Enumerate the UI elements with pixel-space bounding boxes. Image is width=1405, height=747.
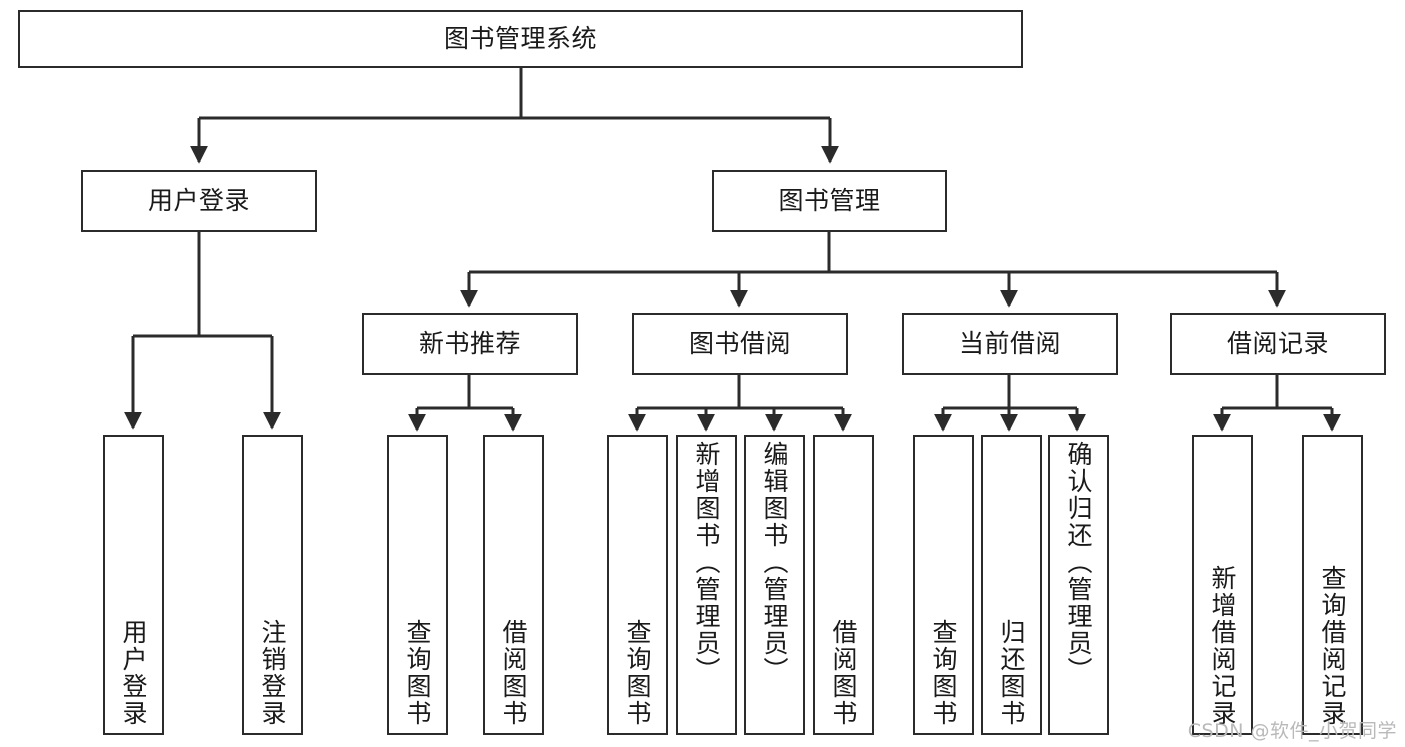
node-label: 新增图书（管理员） [692, 441, 721, 684]
node-label: 查询借阅记录 [1318, 565, 1347, 727]
leaf-query-book-recommend[interactable]: 查询图书 [387, 435, 448, 735]
node-current-borrow[interactable]: 当前借阅 [902, 313, 1118, 375]
leaf-borrow-book-recommend[interactable]: 借阅图书 [483, 435, 544, 735]
node-label: 确认归还（管理员） [1064, 441, 1093, 684]
leaf-logout-login[interactable]: 注销登录 [242, 435, 303, 735]
node-label: 编辑图书（管理员） [760, 441, 789, 684]
node-new-book-recommend[interactable]: 新书推荐 [362, 313, 578, 375]
node-book-borrow[interactable]: 图书借阅 [632, 313, 848, 375]
leaf-query-borrow-record[interactable]: 查询借阅记录 [1302, 435, 1363, 735]
node-label: 借阅图书 [829, 619, 858, 727]
node-root-book-management-system[interactable]: 图书管理系统 [18, 10, 1023, 68]
leaf-confirm-return-admin[interactable]: 确认归还（管理员） [1048, 435, 1109, 735]
leaf-add-book-admin[interactable]: 新增图书（管理员） [676, 435, 737, 735]
node-label: 查询图书 [623, 619, 652, 727]
leaf-add-borrow-record[interactable]: 新增借阅记录 [1192, 435, 1253, 735]
leaf-borrow-book-borrow[interactable]: 借阅图书 [813, 435, 874, 735]
node-label: 新增借阅记录 [1208, 565, 1237, 727]
node-label: 用户登录 [119, 619, 148, 727]
node-label: 注销登录 [258, 619, 287, 727]
leaf-query-book-borrow[interactable]: 查询图书 [607, 435, 668, 735]
node-label: 借阅记录 [1226, 329, 1329, 358]
leaf-return-book[interactable]: 归还图书 [981, 435, 1042, 735]
node-label: 用户登录 [147, 186, 250, 215]
leaf-edit-book-admin[interactable]: 编辑图书（管理员） [744, 435, 805, 735]
node-label: 图书管理 [778, 186, 881, 215]
node-book-management[interactable]: 图书管理 [712, 170, 947, 232]
node-label: 图书借阅 [688, 329, 791, 358]
node-label: 当前借阅 [958, 329, 1061, 358]
csdn-watermark: CSDN @软件_小贺同学 [1187, 720, 1397, 742]
leaf-user-login[interactable]: 用户登录 [103, 435, 164, 735]
leaf-query-book-current[interactable]: 查询图书 [913, 435, 974, 735]
node-borrow-record[interactable]: 借阅记录 [1170, 313, 1386, 375]
node-label: 图书管理系统 [443, 24, 597, 53]
node-label: 查询图书 [929, 619, 958, 727]
node-label: 查询图书 [403, 619, 432, 727]
node-label: 归还图书 [997, 619, 1026, 727]
node-label: 借阅图书 [499, 619, 528, 727]
node-user-login[interactable]: 用户登录 [81, 170, 317, 232]
node-label: 新书推荐 [418, 329, 521, 358]
